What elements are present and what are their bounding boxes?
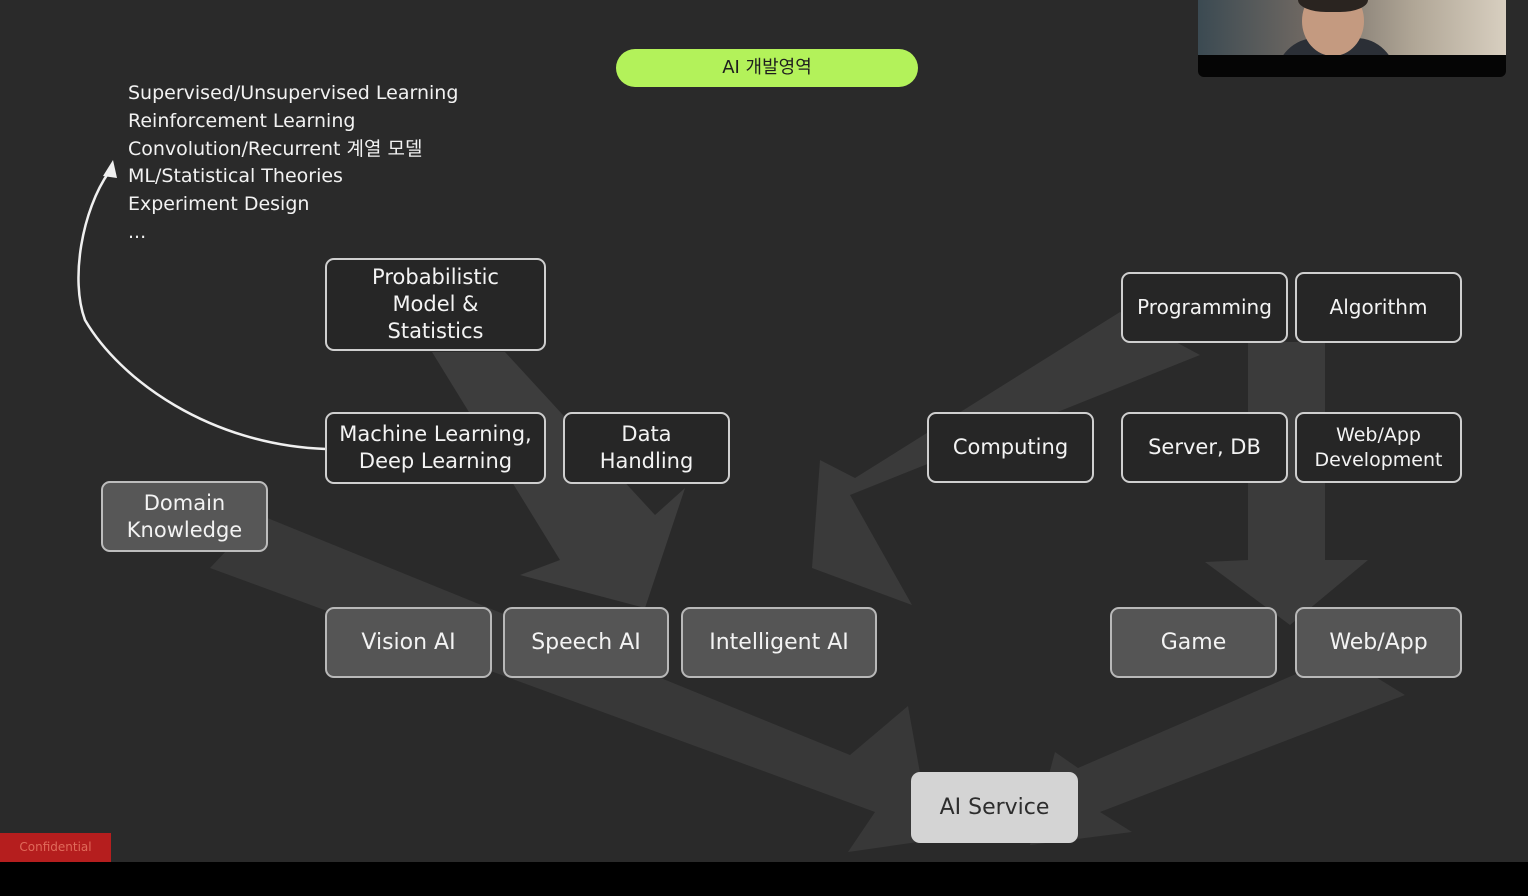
topic-item: ML/Statistical Theories [128, 165, 343, 188]
arrow-domain-to-service [210, 515, 932, 852]
arrow-programming-to-ai [812, 312, 1200, 605]
topic-item: Supervised/Unsupervised Learning [128, 82, 459, 104]
slide-title: AI 개발영역 [616, 49, 918, 87]
box-ai-service: AI Service [911, 772, 1078, 843]
topic-item: Reinforcement Learning [128, 109, 356, 132]
box-probabilistic-model: Probabilistic Model & Statistics [325, 258, 546, 351]
box-game: Game [1110, 607, 1277, 678]
box-server-db: Server, DB [1121, 412, 1288, 483]
box-algorithm: Algorithm [1295, 272, 1462, 343]
arrow-webapp-to-service [1030, 655, 1405, 845]
topic-item: Convolution/Recurrent 계열 모델 [128, 137, 423, 160]
person-hair [1298, 0, 1368, 12]
box-speech-ai: Speech AI [503, 607, 669, 678]
box-computing: Computing [927, 412, 1094, 483]
confidential-label: Confidential [0, 833, 111, 862]
arrow-algorithm-down [1205, 342, 1368, 625]
box-intelligent-ai: Intelligent AI [681, 607, 877, 678]
box-programming: Programming [1121, 272, 1288, 343]
webcam-video [1198, 0, 1506, 55]
topic-item: ... [128, 220, 147, 243]
box-data-handling: Data Handling [563, 412, 730, 484]
topic-item: Experiment Design [128, 193, 310, 216]
topic-list: Supervised/Unsupervised Learning Reinfor… [128, 80, 458, 247]
box-webapp: Web/App [1295, 607, 1462, 678]
box-machine-learning: Machine Learning, Deep Learning [325, 412, 546, 484]
box-vision-ai: Vision AI [325, 607, 492, 678]
curve-arrow [77, 171, 327, 451]
slide: AI 개발영역 Supervised/Unsupervised Learning… [0, 0, 1528, 862]
box-webapp-development: Web/App Development [1295, 412, 1462, 483]
curve-arrowhead [103, 160, 117, 178]
box-domain-knowledge: Domain Knowledge [101, 481, 268, 552]
